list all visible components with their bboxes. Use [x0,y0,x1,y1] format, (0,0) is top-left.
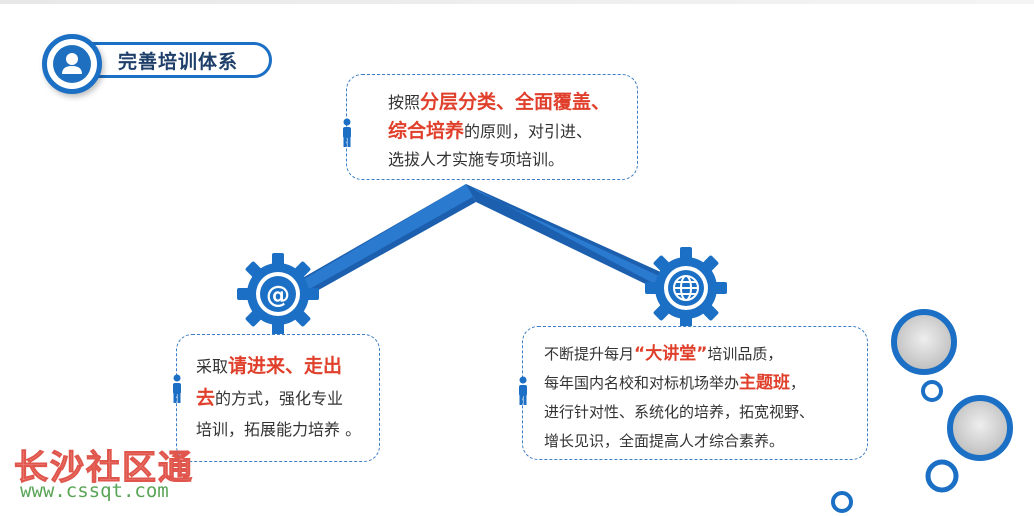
left-info-box [176,334,380,462]
title-avatar-badge [42,34,102,94]
watermark-logo-text: 长沙社区通 [14,448,194,489]
right-box-line-1: 不断提升每月“大讲堂”培训品质， [544,344,783,364]
person-icon [62,53,82,74]
right-box-line-2: 每年国内名校和对标机场举办主题班， [544,373,806,393]
left-connector-highlight [282,184,478,300]
at-sign-gear-icon: @ [237,253,319,335]
left-box-line-2: 去的方式，强化专业 [196,387,344,409]
person-figure-icon [519,376,527,405]
bubble-small [921,380,943,402]
right-box-line-4: 增长见识，全面提高人才综合素养。 [544,432,785,450]
watermark-url: www.cssqt.com [20,480,169,502]
person-figure-icon [343,118,351,147]
left-box-line-3: 培训，拓展能力培养 。 [196,420,362,439]
person-figure-icon [173,374,181,403]
bubble-large [891,309,957,375]
left-box-line-1: 采取请进来、走出 [196,355,343,377]
top-info-box [346,74,638,180]
section-title: 完善培训体系 [118,51,239,73]
globe-gear-icon [645,247,727,329]
top-box-line-2: 综合培养的原则，对引进、 [388,120,593,142]
top-divider [0,0,1034,4]
top-box-line-3: 选拔人才实施专项培训。 [388,150,565,169]
right-connector-highlight [470,186,672,290]
bubble-small [831,491,853,513]
decorative-bubbles [831,309,1013,513]
top-box-line-1: 按照分层分类、全面覆盖、 [388,91,611,113]
bubble-large [947,395,1013,461]
bubble-medium [925,459,959,493]
right-box-line-3: 进行针对性、系统化的培养，拓宽视野、 [544,403,815,421]
right-info-box [522,326,868,460]
svg-text:@: @ [266,281,290,309]
